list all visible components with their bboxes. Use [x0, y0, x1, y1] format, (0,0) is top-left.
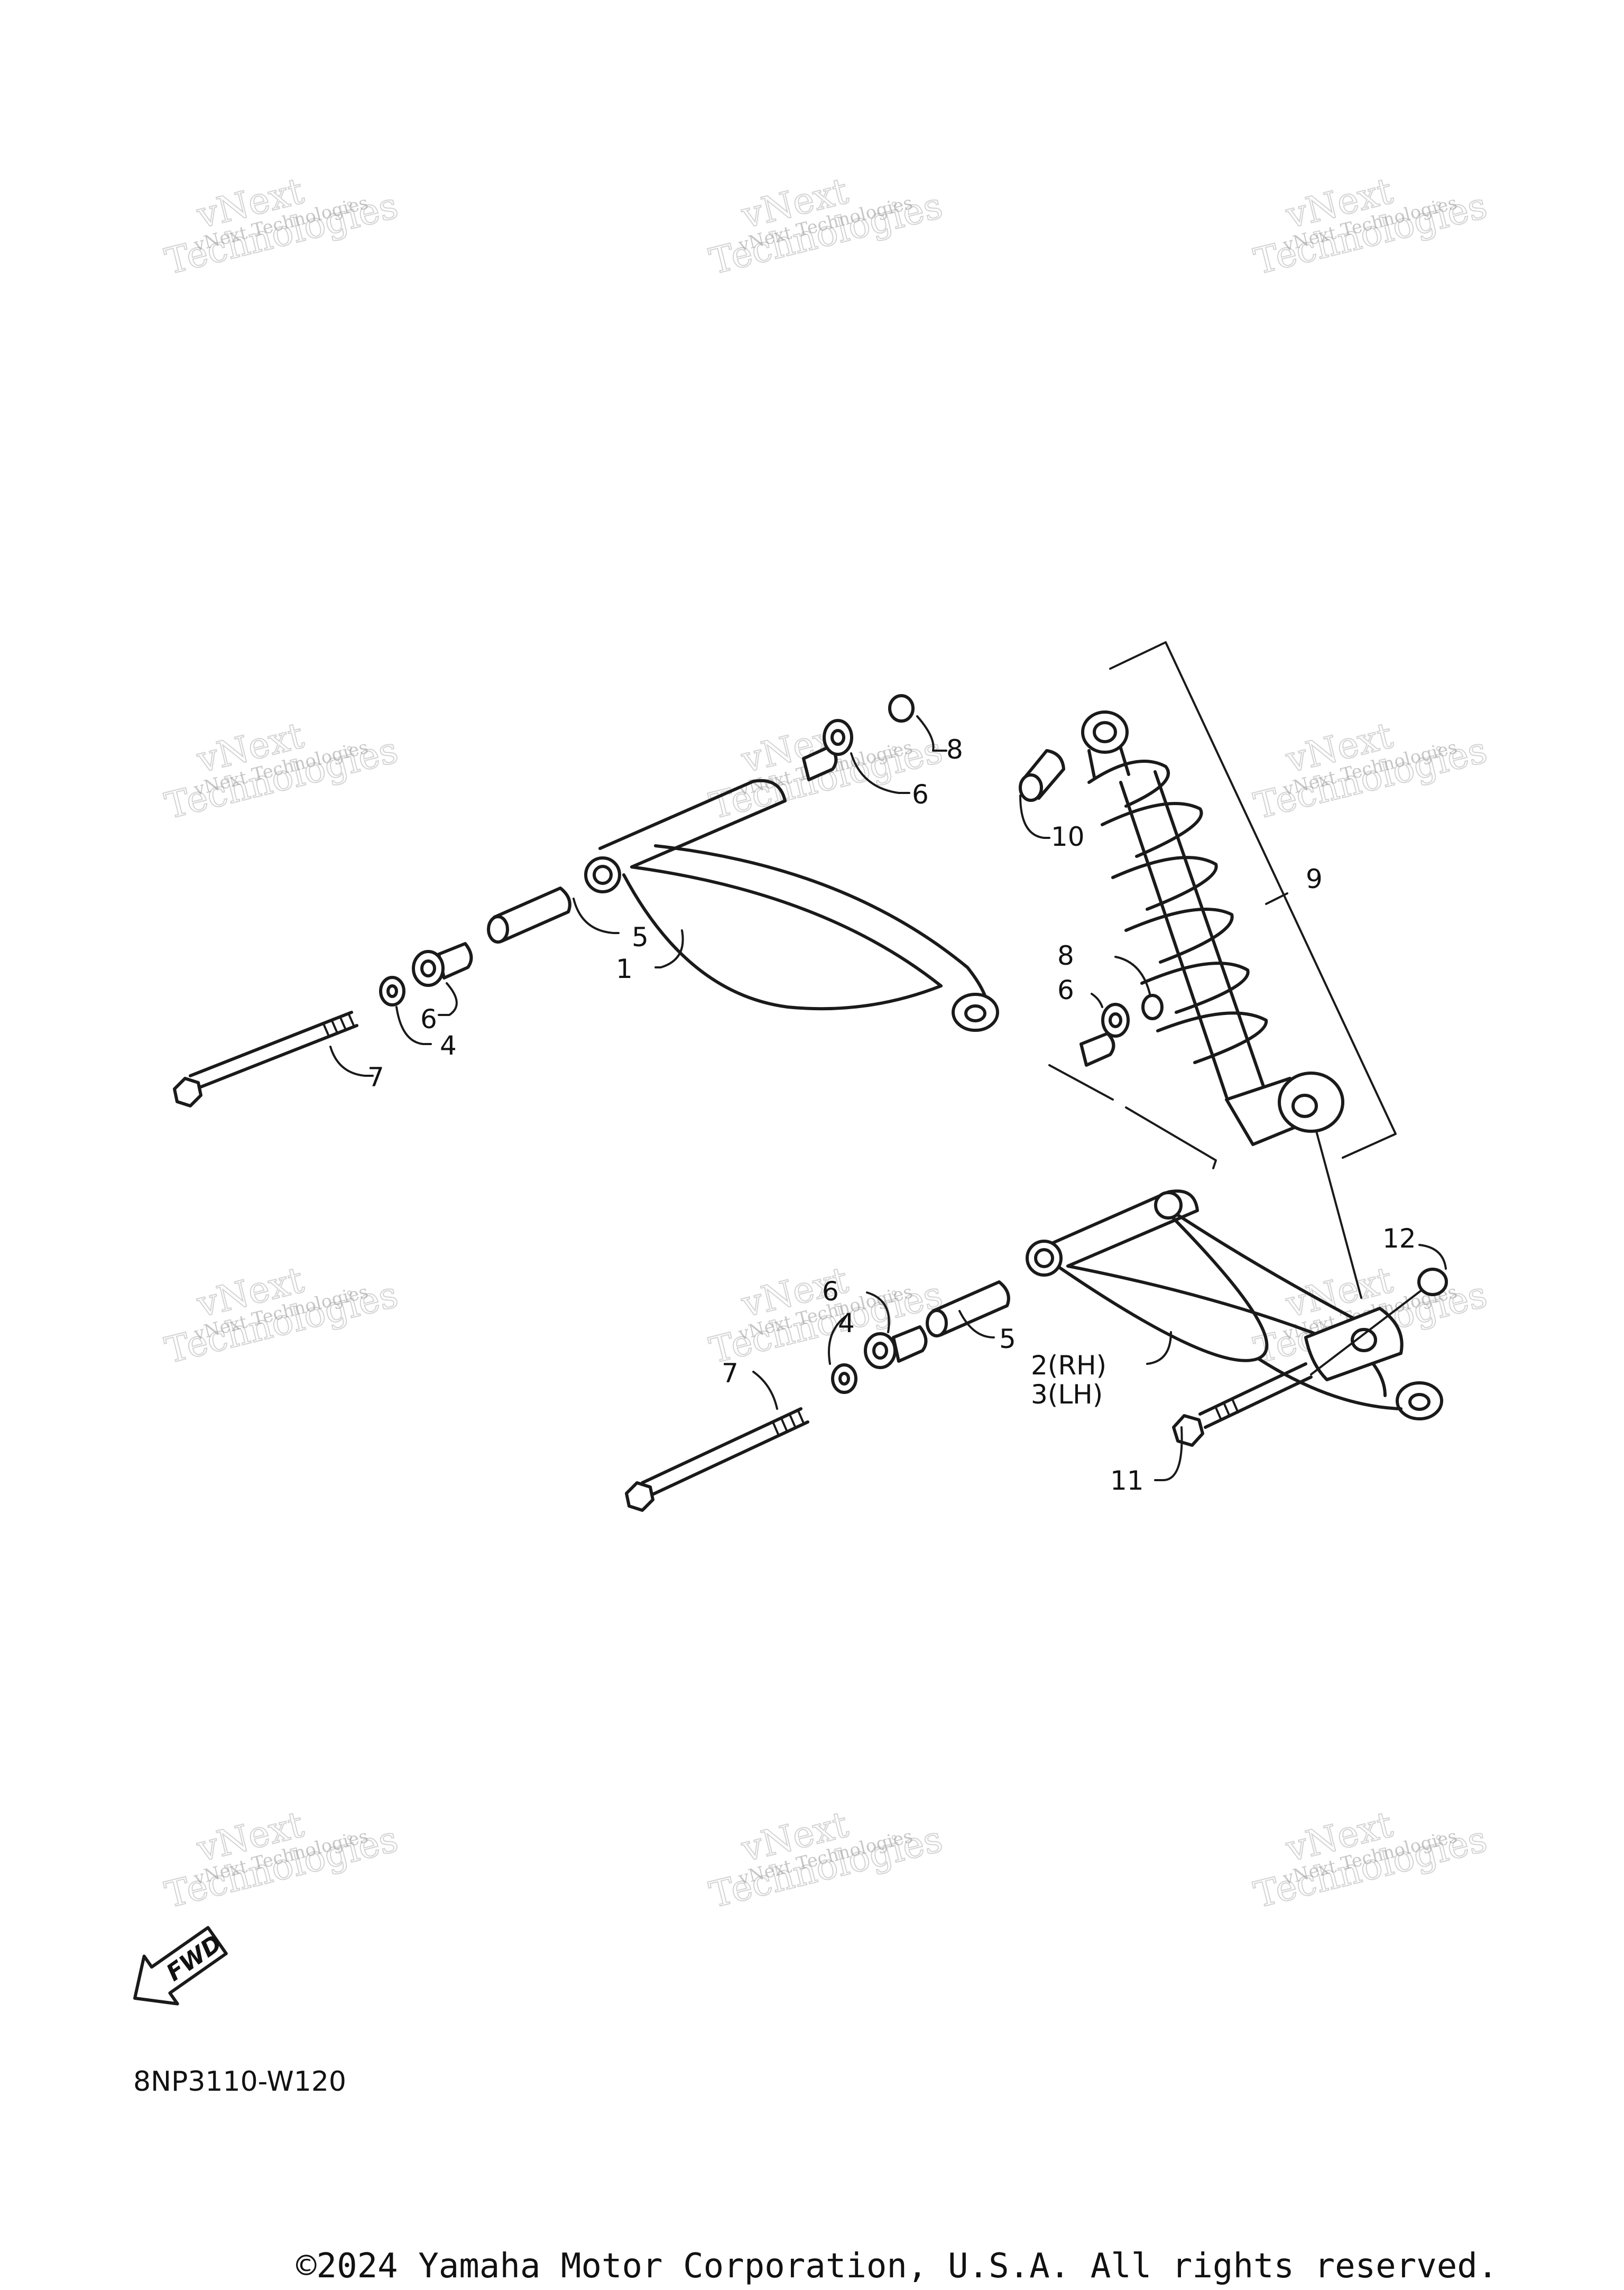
watermark-grid: Technologies vNext vNext Technologies Te… [161, 170, 1492, 1917]
callout-6-lower-mount: 6 [1057, 975, 1074, 1005]
callout-8-lower: 8 [1057, 940, 1074, 971]
watermark: Technologies vNext vNext Technologies [161, 1259, 403, 1372]
shock-spacer [1019, 749, 1065, 802]
mount-guide-line [1048, 1064, 1217, 1169]
lower-mount-cap [1141, 994, 1164, 1020]
leader-lines [329, 715, 1447, 1481]
callout-labels: 8 6 10 9 5 1 8 6 6 4 7 12 6 4 7 5 2(RH) … [367, 734, 1416, 1496]
lower-washer [831, 1363, 857, 1394]
lower-collar [926, 1280, 1010, 1337]
callout-7-upper: 7 [367, 1062, 384, 1093]
callout-6-upper-rear: 6 [420, 1004, 437, 1035]
upper-front-bushing [802, 719, 853, 781]
callout-8-upper: 8 [946, 734, 963, 765]
callout-2-rh: 2(RH) [1031, 1350, 1106, 1381]
watermark: Technologies vNext vNext Technologies [1250, 1803, 1492, 1917]
shock-bracket-line [1109, 641, 1397, 1159]
shock-absorber [1081, 710, 1344, 1146]
lower-mount-bushing [1079, 1003, 1130, 1067]
watermark: Technologies vNext vNext Technologies [1250, 714, 1492, 828]
shock-nut [1417, 1268, 1448, 1296]
upper-bolt [173, 1011, 358, 1107]
lower-bolt [625, 1407, 809, 1512]
watermark: Technologies vNext vNext Technologies [1250, 170, 1492, 283]
callout-7-lower: 7 [722, 1358, 739, 1389]
watermark: Technologies vNext vNext Technologies [161, 170, 403, 283]
callout-4-upper: 4 [440, 1030, 457, 1061]
diagram-reference-code: 8NP3110-W120 [133, 2066, 346, 2098]
callout-10: 10 [1051, 821, 1085, 852]
upper-collar [487, 887, 571, 944]
watermark: Technologies vNext vNext Technologies [161, 1803, 403, 1917]
lower-bushing [864, 1325, 928, 1369]
callout-9: 9 [1306, 864, 1323, 894]
callout-6-lower: 6 [822, 1276, 839, 1307]
callout-4-lower: 4 [838, 1308, 855, 1338]
callout-12: 12 [1382, 1223, 1416, 1254]
upper-washer [379, 976, 405, 1007]
callout-5-lower: 5 [999, 1324, 1016, 1354]
lower-arm [1026, 1189, 1443, 1420]
shock-to-arm-line [1315, 1130, 1362, 1299]
callout-11: 11 [1110, 1465, 1144, 1496]
copyright-notice: ©2024 Yamaha Motor Corporation, U.S.A. A… [296, 2247, 1498, 2286]
watermark: Technologies vNext vNext Technologies [705, 170, 947, 283]
upper-bushing [412, 942, 473, 987]
upper-arm [584, 779, 999, 1032]
watermark: Technologies vNext vNext Technologies [705, 1803, 947, 1917]
watermark: Technologies vNext vNext Technologies [161, 714, 403, 828]
fwd-arrow-icon: FWD [133, 1926, 228, 2006]
bolt-guide-line [1310, 1289, 1423, 1375]
callout-1: 1 [616, 954, 633, 984]
upper-front-cap [888, 694, 915, 723]
callout-3-lh: 3(LH) [1031, 1379, 1103, 1410]
callout-6-upper-front: 6 [912, 779, 929, 810]
callout-5-upper: 5 [632, 922, 649, 953]
